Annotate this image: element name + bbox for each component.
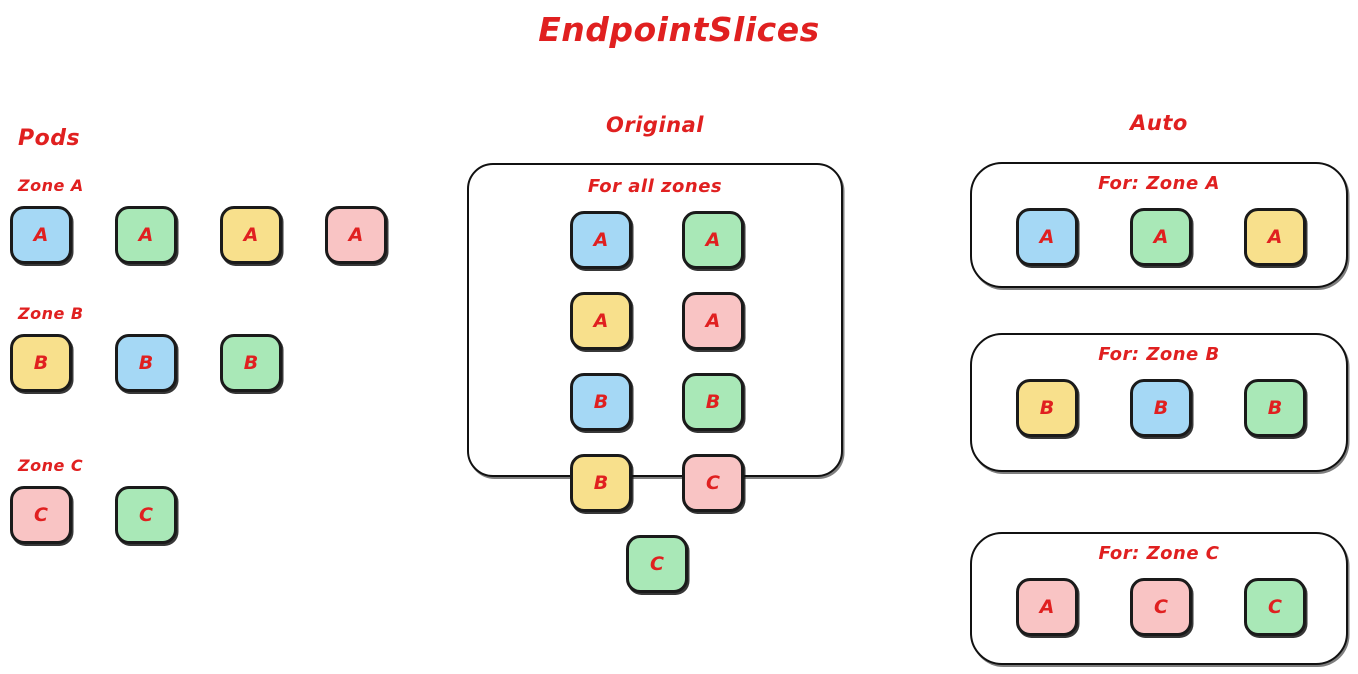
pod[interactable]: A (1016, 578, 1078, 636)
pod[interactable]: A (682, 211, 744, 269)
pod[interactable]: A (570, 211, 632, 269)
pod-label: B (33, 351, 49, 374)
pod[interactable]: A (682, 292, 744, 350)
pod-label: B (1153, 396, 1169, 419)
pod-label: C (34, 503, 48, 526)
pod-label: A (593, 309, 609, 332)
pod[interactable]: A (220, 206, 282, 264)
pod[interactable]: C (115, 486, 177, 544)
pods-column: Pods Zone A A A A A Zone B B B (0, 0, 430, 674)
pod-label: C (1154, 595, 1168, 618)
endpointslice-zone-b-title: For: Zone B (1098, 344, 1220, 365)
pod[interactable]: B (1016, 379, 1078, 437)
pod[interactable]: C (1130, 578, 1192, 636)
endpointslice-zone-a-title: For: Zone A (1098, 173, 1220, 194)
pods-zone-c-label: Zone C (18, 456, 84, 475)
endpointslice-zone-b-pods: B B B (972, 379, 1350, 437)
endpointslice-zone-c-title: For: Zone C (1098, 543, 1220, 564)
pod-label: B (593, 471, 609, 494)
pods-zone-c-list: C C (10, 486, 220, 544)
pod[interactable]: C (682, 454, 744, 512)
pod[interactable]: B (570, 373, 632, 431)
pod-label: A (1039, 225, 1055, 248)
pod-label: C (706, 471, 720, 494)
pods-column-heading: Pods (18, 126, 81, 151)
pod[interactable]: B (570, 454, 632, 512)
pod[interactable]: B (682, 373, 744, 431)
pod[interactable]: B (10, 334, 72, 392)
pod[interactable]: A (570, 292, 632, 350)
pod[interactable]: B (1130, 379, 1192, 437)
pod[interactable]: A (1016, 208, 1078, 266)
endpointslice-original-title: For all zones (587, 176, 723, 197)
page-title: EndpointSlices (538, 10, 820, 49)
endpointslice-zone-a-pods: A A A (972, 208, 1350, 266)
pod-label: A (1039, 595, 1055, 618)
pod[interactable]: A (10, 206, 72, 264)
pod-label: B (243, 351, 259, 374)
pod-label: A (1267, 225, 1283, 248)
pod-label: A (138, 223, 154, 246)
pod-label: C (1268, 595, 1282, 618)
pod-label: C (139, 503, 153, 526)
original-column-heading: Original (606, 113, 704, 137)
pod[interactable]: B (220, 334, 282, 392)
pod[interactable]: B (1244, 379, 1306, 437)
pod-label: A (348, 223, 364, 246)
pod-label: B (705, 390, 721, 413)
pods-zone-b-label: Zone B (18, 304, 84, 323)
pods-zone-a-list: A A A A (10, 206, 430, 264)
endpointslice-zone-b[interactable]: For: Zone B B B B (970, 333, 1348, 472)
pod-label: C (650, 552, 664, 575)
pod[interactable]: C (10, 486, 72, 544)
pod[interactable]: B (115, 334, 177, 392)
pod-label: A (593, 228, 609, 251)
pod[interactable]: A (325, 206, 387, 264)
endpointslice-zone-a[interactable]: For: Zone A A A A (970, 162, 1348, 288)
endpointslice-zone-c[interactable]: For: Zone C A C C (970, 532, 1348, 665)
pod-label: A (705, 309, 721, 332)
pod-label: B (1039, 396, 1055, 419)
pod[interactable]: C (1244, 578, 1306, 636)
pod-label: A (33, 223, 49, 246)
pod[interactable]: C (626, 535, 688, 593)
endpointslice-original-pods: A A A A B B B C C (469, 211, 845, 616)
pods-zone-b-list: B B B (10, 334, 325, 392)
pod[interactable]: A (1244, 208, 1306, 266)
endpointslice-original[interactable]: For all zones A A A A B B B C C (467, 163, 843, 593)
pod[interactable]: A (1130, 208, 1192, 266)
pod-label: A (243, 223, 259, 246)
pod-label: A (1153, 225, 1169, 248)
auto-column-heading: Auto (1130, 111, 1188, 135)
pod-label: B (1267, 396, 1283, 419)
pod-label: B (138, 351, 154, 374)
pod-label: B (593, 390, 609, 413)
pod[interactable]: A (115, 206, 177, 264)
pods-zone-a-label: Zone A (18, 176, 84, 195)
pod-label: A (705, 228, 721, 251)
endpointslice-zone-c-pods: A C C (972, 578, 1350, 636)
